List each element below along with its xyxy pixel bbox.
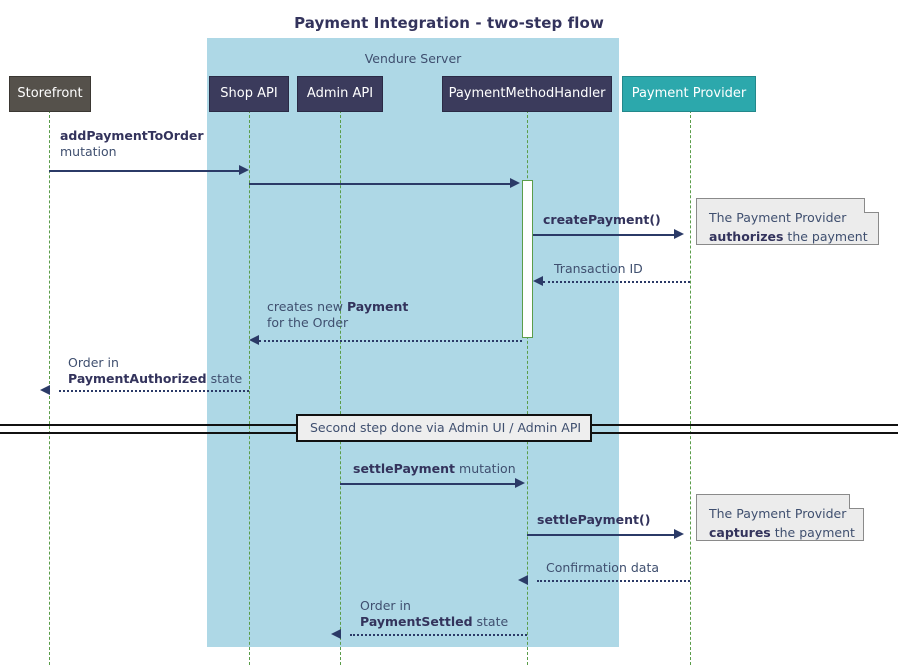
message-arrow-order-payment-authorized bbox=[59, 390, 249, 392]
message-label-rest: mutation bbox=[60, 144, 117, 159]
participant-admin-api[interactable]: Admin API bbox=[297, 76, 383, 112]
note-capture: The Payment Provider captures the paymen… bbox=[696, 494, 864, 541]
arrowhead-confirmation-data bbox=[518, 575, 528, 585]
arrowhead-shop-api-to-handler bbox=[510, 178, 520, 188]
message-label-bold: createPayment() bbox=[543, 212, 661, 227]
message-label-rest: mutation bbox=[455, 461, 516, 476]
message-arrow-settle-payment-call bbox=[527, 534, 676, 536]
message-label-bold: addPaymentToOrder bbox=[60, 128, 204, 143]
arrowhead-add-payment-to-order bbox=[239, 165, 249, 175]
arrowhead-order-payment-authorized bbox=[40, 385, 50, 395]
note-authorize: The Payment Provider authorizes the paym… bbox=[696, 198, 879, 245]
message-label-line1-plain: creates new bbox=[267, 299, 347, 314]
message-label-creates-new-payment: creates new Payment for the Order bbox=[267, 299, 408, 331]
message-label-create-payment: createPayment() bbox=[543, 212, 661, 228]
message-label-line1-plain: Order in bbox=[360, 598, 411, 613]
divider-label: Second step done via Admin UI / Admin AP… bbox=[296, 414, 592, 442]
page-title: Payment Integration - two-step flow bbox=[294, 14, 604, 32]
arrowhead-create-payment bbox=[674, 229, 684, 239]
message-label-line2-bold: PaymentSettled bbox=[360, 614, 473, 629]
message-arrow-confirmation-data bbox=[537, 580, 690, 582]
message-label-line1-bold: Payment bbox=[346, 299, 409, 314]
arrowhead-settle-payment-call bbox=[674, 529, 684, 539]
lifeline-payment-provider bbox=[690, 110, 691, 665]
note-fold-corner-icon bbox=[864, 198, 879, 213]
note-line-1: The Payment Provider bbox=[709, 506, 847, 521]
message-label-line2-plain: for the Order bbox=[267, 315, 349, 330]
message-label-order-payment-authorized: Order in PaymentAuthorized state bbox=[68, 355, 242, 387]
message-arrow-add-payment-to-order bbox=[49, 170, 243, 172]
message-label-add-payment-to-order: addPaymentToOrder mutation bbox=[60, 128, 204, 160]
message-label-line2-plain: state bbox=[206, 371, 243, 386]
arrowhead-settle-payment-mutation bbox=[515, 478, 525, 488]
arrowhead-creates-new-payment bbox=[249, 335, 259, 345]
message-label-line2-bold: PaymentAuthorized bbox=[68, 371, 207, 386]
participant-shop-api[interactable]: Shop API bbox=[209, 76, 289, 112]
message-label-line2-plain: state bbox=[472, 614, 509, 629]
group-box-vendure-server bbox=[207, 38, 619, 647]
participant-storefront[interactable]: Storefront bbox=[9, 76, 91, 112]
message-arrow-shop-api-to-handler bbox=[249, 183, 512, 185]
message-arrow-transaction-id bbox=[543, 281, 690, 283]
message-label-line1-plain: Order in bbox=[68, 355, 119, 370]
note-line-1: The Payment Provider bbox=[709, 210, 847, 225]
message-label-settle-payment-mutation: settlePayment mutation bbox=[353, 461, 516, 477]
message-arrow-settle-payment-mutation bbox=[340, 483, 517, 485]
message-arrow-creates-new-payment bbox=[259, 340, 522, 342]
lifeline-payment-method-handler bbox=[527, 110, 528, 665]
arrowhead-transaction-id bbox=[533, 276, 543, 286]
message-arrow-create-payment bbox=[533, 234, 676, 236]
group-label: Vendure Server bbox=[364, 51, 462, 66]
arrowhead-order-payment-settled bbox=[331, 629, 341, 639]
note-line-2-bold: captures bbox=[709, 525, 771, 540]
message-label-bold: settlePayment bbox=[353, 461, 456, 476]
lifeline-shop-api bbox=[249, 110, 250, 665]
message-label-confirmation-data: Confirmation data bbox=[546, 560, 660, 575]
participant-payment-provider[interactable]: Payment Provider bbox=[622, 76, 756, 112]
participant-payment-method-handler[interactable]: PaymentMethodHandler bbox=[442, 76, 612, 112]
note-line-2-bold: authorizes bbox=[709, 229, 784, 244]
note-line-2-rest: the payment bbox=[770, 525, 855, 540]
note-line-2-rest: the payment bbox=[783, 229, 868, 244]
note-fold-corner-icon bbox=[849, 494, 864, 509]
message-label-bold: settlePayment() bbox=[537, 512, 651, 527]
message-label-transaction-id: Transaction ID bbox=[554, 261, 643, 276]
message-arrow-order-payment-settled bbox=[350, 634, 527, 636]
lifeline-admin-api bbox=[340, 110, 341, 665]
message-label-settle-payment-call: settlePayment() bbox=[537, 512, 650, 528]
message-label-order-payment-settled: Order in PaymentSettled state bbox=[360, 598, 508, 630]
activation-bar-payment-method-handler bbox=[522, 180, 533, 338]
